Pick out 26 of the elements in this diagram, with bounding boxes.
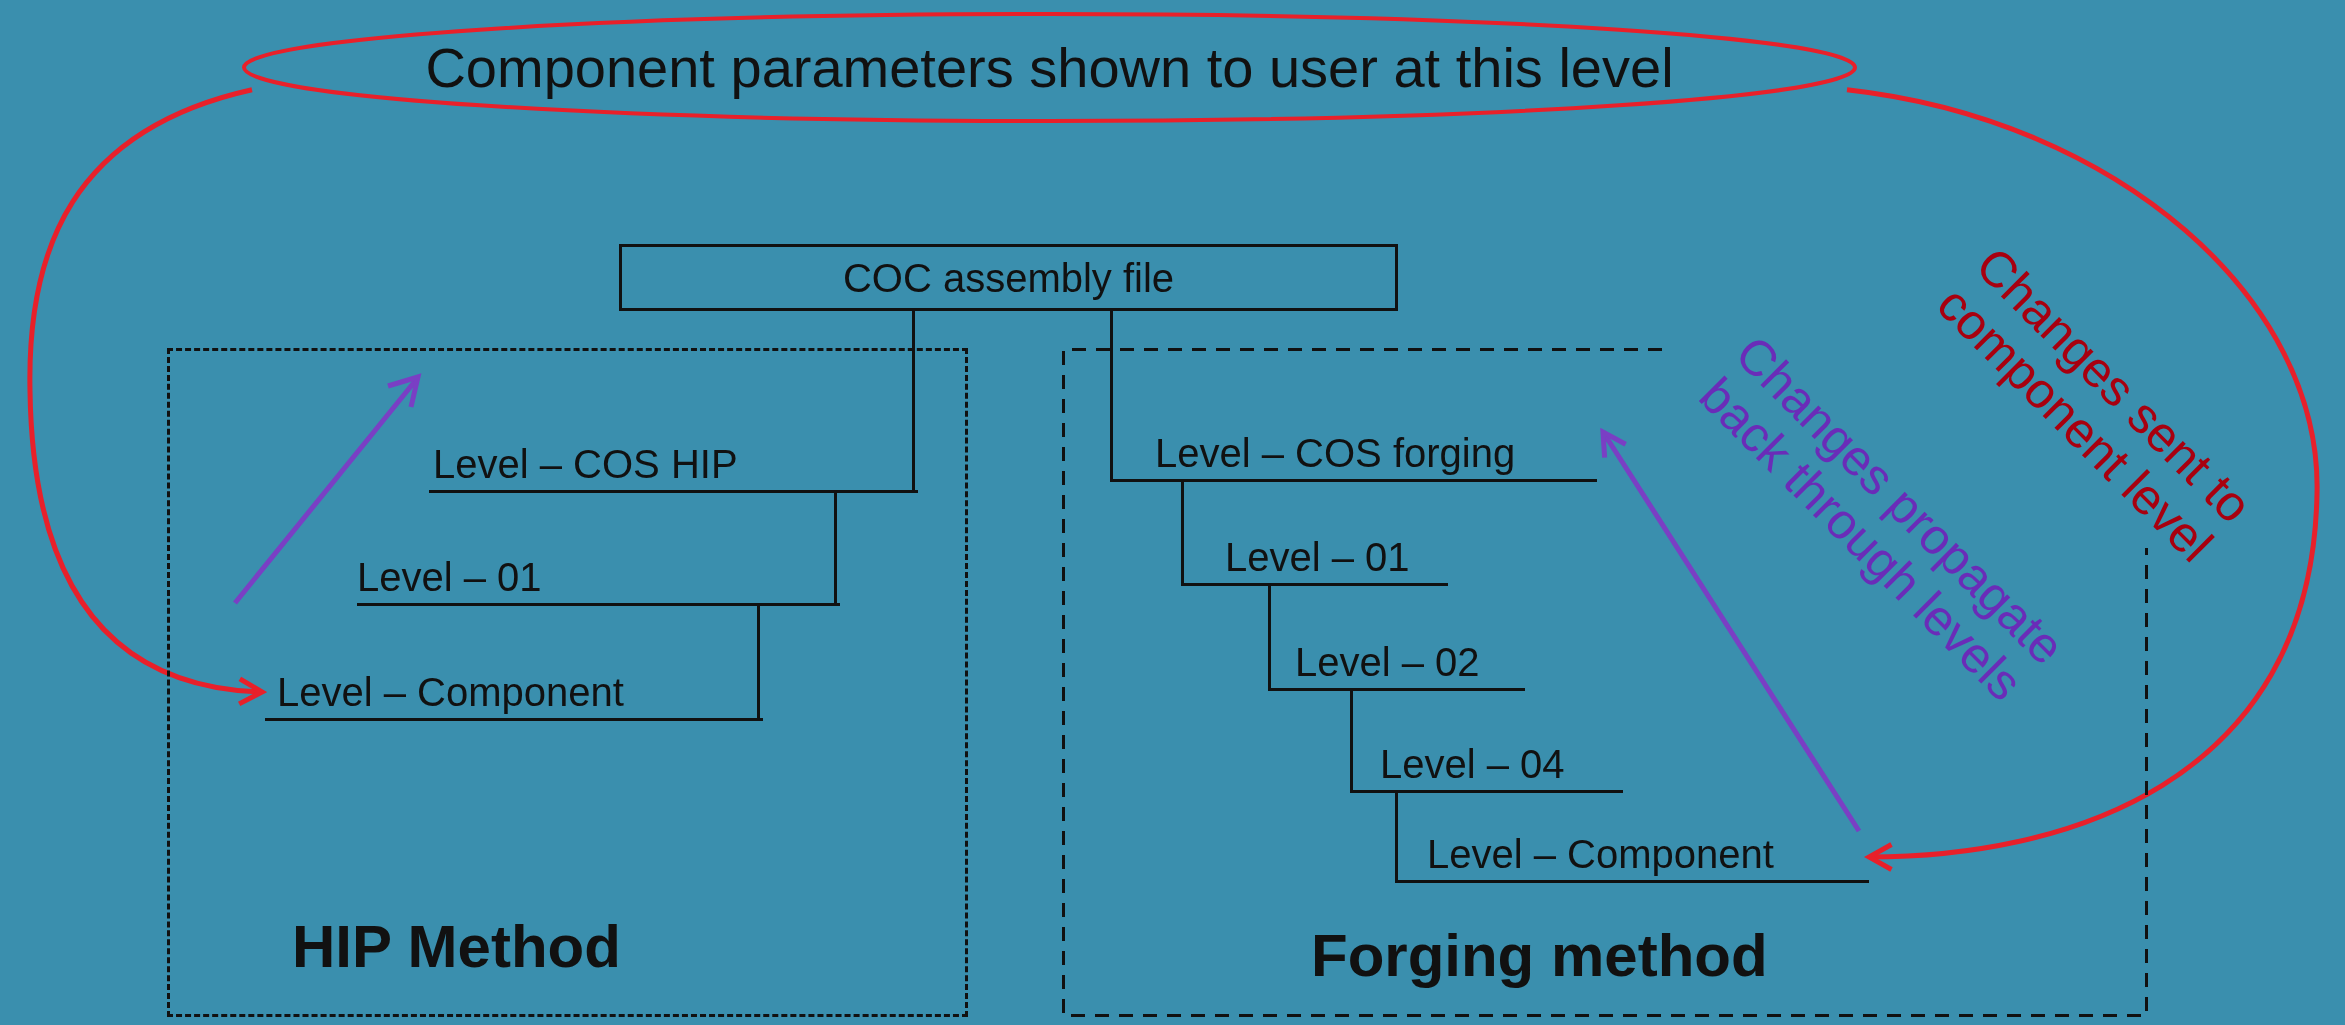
node-text: Level – COS forging [1155,430,1516,477]
group-heading: HIP Method [292,912,621,982]
node-text: Level – Component [277,669,624,716]
node-text: COC assembly file [842,254,1175,302]
node-text: Level – 01 [357,554,542,601]
group-frame [167,348,968,1017]
connector-line [1268,586,1271,691]
connector-line [834,490,837,603]
arrow [1600,429,1862,833]
connector-line [1350,691,1353,793]
group-heading: Forging method [1311,921,1768,991]
node-text: Level – 04 [1380,741,1565,788]
node-text: Level – COS HIP [433,441,738,488]
node-text: Component parameters shown to user at this level [425,34,1674,101]
connector-line [912,311,915,490]
connector-line [1181,482,1184,586]
node-text: Level – Component [1427,831,1774,878]
connector-line [757,603,760,718]
arrow [1846,87,2320,872]
connector-line [1395,793,1398,883]
file-box [619,244,1398,311]
node-text: Level – 02 [1295,639,1480,686]
arrow [27,87,265,706]
ellipse-callout [242,12,1857,123]
connector-line [1110,311,1113,482]
node-text: Level – 01 [1225,534,1410,581]
